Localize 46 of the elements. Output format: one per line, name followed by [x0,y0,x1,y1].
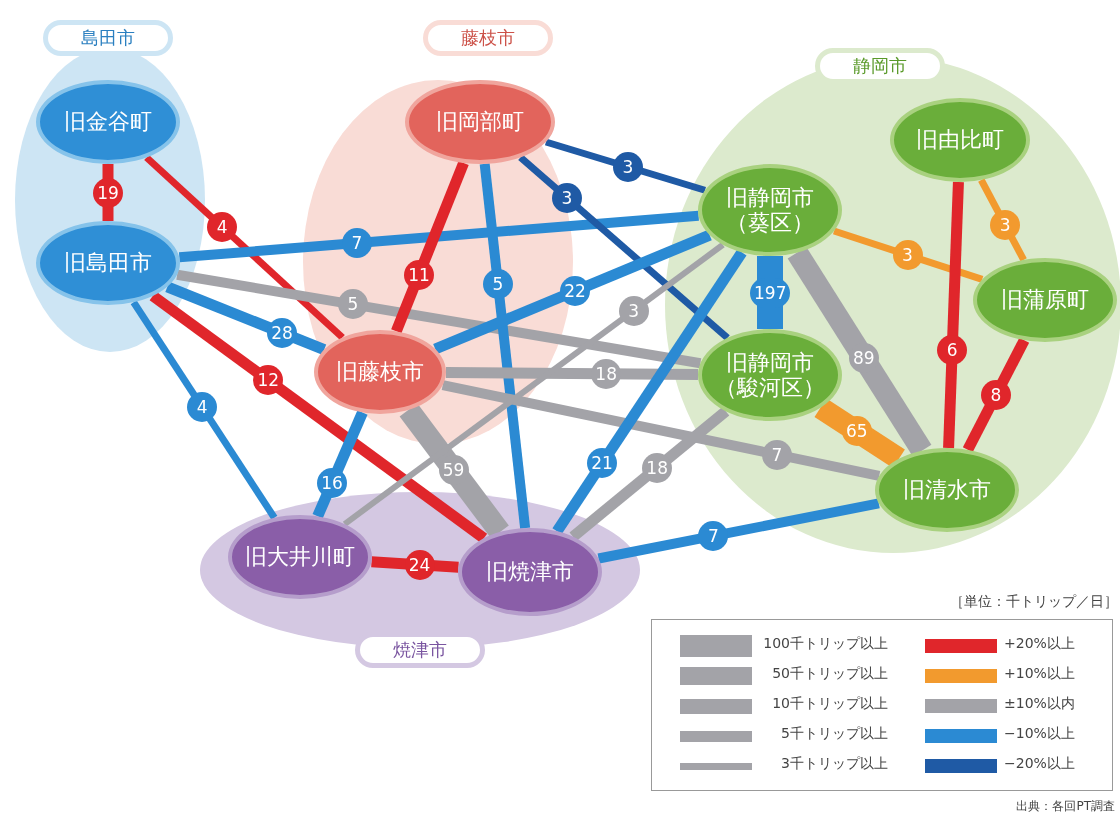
connector-line [391,160,469,334]
edge-label: 7 [698,520,729,551]
connector-line [518,154,730,341]
source-note: 出典：各回PT調査 [1015,798,1115,815]
connector-line [165,281,327,355]
connector-line [342,242,725,527]
connector-line [962,337,1030,453]
connector-line [433,230,712,355]
city-label: 藤枝市 [423,20,553,56]
edge-label: 3 [618,295,649,326]
edge-label: 4 [207,212,238,242]
edge-label: 3 [612,151,643,182]
edge-label: 4 [187,392,218,423]
connector-line [597,498,880,564]
edge-label: 18 [642,452,673,483]
connector-line [943,181,964,449]
legend-text: 100千トリップ以上 [762,635,888,653]
edge-label: 18 [591,358,622,389]
connector-line [441,380,881,481]
connector-line [569,407,730,541]
connector-line [149,291,488,543]
edge-label: 16 [317,468,347,498]
legend-text: 3千トリップ以上 [780,755,888,773]
connector-line [178,210,699,263]
connector-line [176,269,702,369]
connector-line [312,410,368,519]
legend-text: −10%以上 [1004,725,1075,743]
connector-line [144,154,345,341]
connector-line [552,249,747,535]
legend-text: 50千トリップ以上 [771,665,888,683]
edge-label: 12 [253,365,284,396]
legend-text: +10%以上 [1004,665,1075,683]
connector-line [130,300,278,520]
legend-text: +20%以上 [1004,635,1075,653]
legend-text: 10千トリップ以上 [771,695,888,713]
city-label: 島田市 [43,20,173,56]
edge-label: 21 [587,448,617,479]
unit-note: ［単位：千トリップ／日］ [950,593,1115,611]
edge-label: 59 [438,455,469,485]
connector-line [445,367,699,380]
connector-line [479,163,531,529]
legend-text: ±10%以内 [1004,695,1075,713]
legend-text: 5千トリップ以上 [780,725,888,743]
legend-text: −20%以上 [1004,755,1075,773]
connector-line [814,398,905,468]
edge-label: 28 [267,317,298,348]
